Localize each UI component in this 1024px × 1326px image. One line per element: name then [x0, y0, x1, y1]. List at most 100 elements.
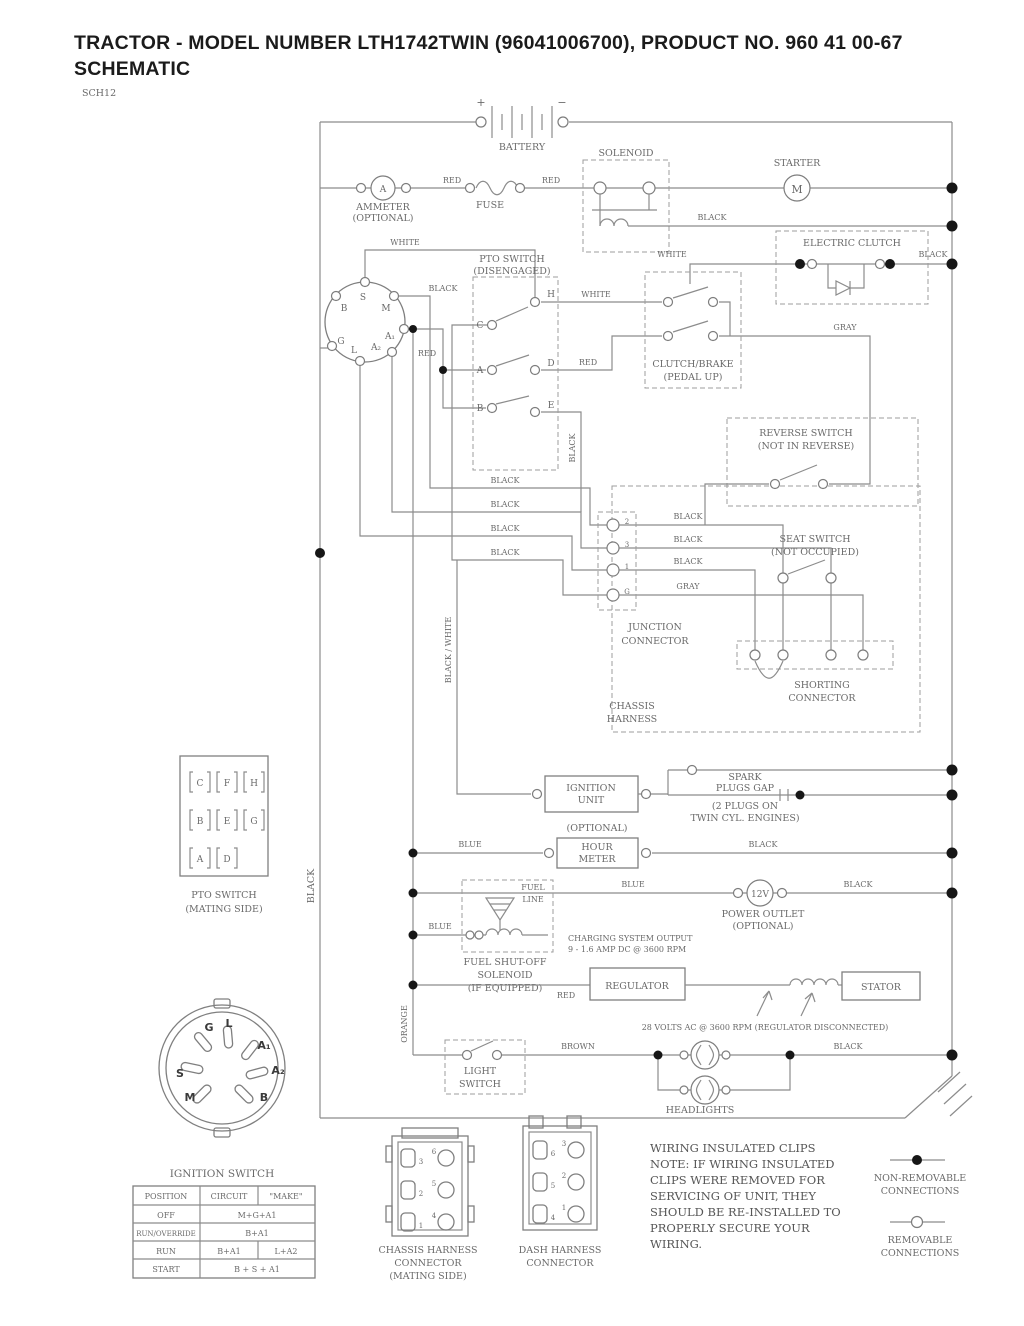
pin-number: 1 — [562, 1204, 566, 1212]
wire — [657, 1055, 791, 1091]
table-header: "MAKE" — [269, 1192, 302, 1201]
headlight-filament — [695, 1079, 715, 1101]
key-position-letter: L — [225, 1017, 232, 1030]
wire — [619, 547, 832, 573]
pin-circle — [606, 518, 620, 532]
wire-label: BLACK — [306, 868, 317, 903]
switch-lever — [672, 286, 709, 299]
pin-letter: G — [250, 817, 257, 827]
pin-number: 2 — [419, 1190, 423, 1198]
connection-dot — [315, 548, 325, 558]
ignition-switch-face: G L A₁ A₂ S M B IGNITION SWITCH — [158, 998, 286, 1180]
fuel-shutoff-label2: SOLENOID — [477, 970, 532, 981]
pin-circle — [606, 588, 620, 602]
fuel-shutoff-label: FUEL SHUT-OFF — [464, 957, 547, 968]
power-outlet-icon — [746, 879, 774, 907]
table-cell: B + S + A1 — [234, 1265, 280, 1274]
hour-meter-label2: METER — [578, 854, 616, 865]
ignition-switch-symbol: WHITE BLACK RED S M B A₁ A₂ L G — [320, 238, 607, 571]
pin-bracket — [243, 771, 247, 793]
wiring-note: WIRING INSULATED CLIPS NOTE: IF WIRING I… — [650, 1141, 841, 1251]
pin-bracket — [261, 771, 265, 793]
connection-dot — [795, 259, 805, 269]
pin-letter: B — [197, 817, 204, 827]
pin-number: 2 — [562, 1172, 566, 1180]
headlight-icon — [690, 1040, 720, 1070]
key-slot — [192, 1084, 212, 1104]
clutch-brake-label2: (PEDAL UP) — [664, 372, 723, 383]
connector-tab — [401, 1127, 459, 1139]
terminal-letter: A₁ — [384, 332, 395, 342]
key-position-letter: B — [260, 1091, 268, 1104]
wire-label: BLACK — [673, 535, 703, 544]
pin-circle — [825, 649, 837, 661]
fuel-line-label: FUEL — [521, 883, 545, 892]
key-position-letter: G — [204, 1021, 213, 1034]
dash-connector-label: DASH HARNESS — [519, 1245, 602, 1256]
pin-number: 1 — [419, 1222, 423, 1230]
pin-bracket — [189, 771, 193, 793]
pin-bracket — [234, 847, 238, 869]
pin-bracket — [216, 809, 220, 831]
ammeter-letter: A — [379, 185, 387, 195]
electric-clutch-box — [775, 230, 929, 305]
connection-dot — [946, 182, 958, 194]
connector-tab — [467, 1145, 475, 1163]
wire — [719, 335, 871, 485]
shorting-strap — [754, 660, 784, 679]
table-cell: RUN/OVERRIDE — [136, 1230, 195, 1238]
coil-icon — [485, 928, 523, 936]
legend-label3: REMOVABLE — [888, 1235, 953, 1246]
pin-slot — [437, 1149, 455, 1167]
pin-slot — [567, 1205, 585, 1223]
ignition-unit-label2: UNIT — [578, 795, 605, 806]
pin-slot — [400, 1148, 416, 1168]
table-cell: RUN — [156, 1247, 176, 1256]
connection-dot — [946, 887, 958, 899]
terminal-letter: G — [337, 337, 344, 347]
key-position-letter: A₁ — [257, 1039, 271, 1052]
title-line1: TRACTOR - MODEL NUMBER LTH1742TWIN (9604… — [74, 32, 903, 54]
fuel-shutoff-label3: (IF EQUIPPED) — [468, 983, 543, 994]
terminal-letter: L — [351, 346, 357, 356]
pin-number: 3 — [419, 1158, 423, 1166]
junction-connector-box — [597, 511, 637, 611]
ignition-switch-label: IGNITION SWITCH — [170, 1168, 274, 1180]
table-cell: START — [152, 1265, 180, 1274]
electric-clutch: ELECTRIC CLUTCH BLACK — [775, 230, 952, 305]
pin-bracket — [207, 847, 211, 869]
ammeter-icon — [370, 175, 396, 201]
hour-meter-optional: (OPTIONAL) — [567, 823, 628, 834]
wire-label: BLACK — [490, 548, 520, 557]
terminal-circle — [474, 930, 484, 940]
wire — [689, 263, 776, 284]
starter-letter: M — [791, 183, 802, 196]
terminal-circle — [388, 290, 400, 302]
clutch-brake-box — [644, 271, 742, 389]
terminal-circle — [491, 1049, 503, 1061]
terminal-letter: A₂ — [370, 343, 381, 353]
wire — [619, 569, 756, 650]
shorting-label: SHORTING — [794, 680, 850, 691]
connection-dot — [439, 366, 447, 374]
terminal-circle — [662, 330, 674, 342]
key-position-letter: M — [185, 1091, 196, 1104]
pin-bracket — [243, 809, 247, 831]
shorting-connector: SHORTING CONNECTOR — [736, 640, 894, 704]
connector-inner — [528, 1131, 592, 1225]
pin-slot — [437, 1181, 455, 1199]
battery: + − BATTERY — [475, 96, 569, 153]
ignition-table: POSITION CIRCUIT "MAKE" OFF M+G+A1 RUN/O… — [132, 1185, 316, 1279]
wire — [719, 301, 731, 336]
chassis-harness-connector: 3 2 1 6 5 4 CHASSIS HARNESS CONNECTOR (M… — [379, 1127, 477, 1282]
terminal-circle — [662, 296, 674, 308]
stator-label: STATOR — [861, 982, 902, 993]
lighting-circuit: LIGHT SWITCH BROWN BLACK HEADLIGHTS — [413, 1039, 947, 1116]
headlight-icon — [690, 1075, 720, 1105]
terminal-circle — [806, 258, 818, 270]
charging-label: CHARGING SYSTEM OUTPUT — [568, 934, 693, 943]
terminal-letter: H — [547, 290, 555, 300]
connection-dot — [946, 764, 958, 776]
pin-number: 4 — [432, 1212, 437, 1220]
